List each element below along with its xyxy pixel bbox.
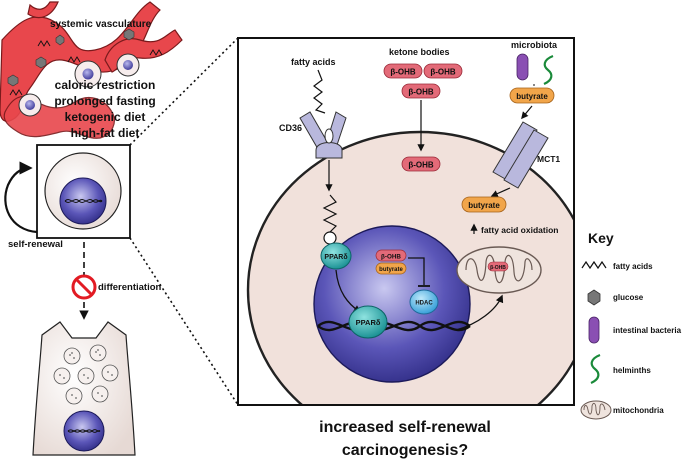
nucleus xyxy=(313,225,471,383)
svg-text:β-OHB: β-OHB xyxy=(430,68,456,77)
key-item: intestinal bacteria xyxy=(613,326,682,335)
bohb-pill-intracellular: β-OHB xyxy=(401,156,441,172)
differentiated-cell xyxy=(32,321,136,456)
fatty-acids-label: fatty acids xyxy=(291,57,336,67)
butyrate-pill: butyrate xyxy=(509,87,555,104)
butyrate-nuclear: butyrate xyxy=(375,262,407,275)
condition-item: high-fat diet xyxy=(71,126,140,140)
svg-text:β-OHB: β-OHB xyxy=(381,254,401,261)
key-title: Key xyxy=(588,230,614,246)
conditions-list: caloric restriction prolonged fasting ke… xyxy=(54,78,155,140)
key-bacteria-icon xyxy=(588,316,600,344)
ppar-dna-bound xyxy=(348,305,388,339)
bohb-pill: β-OHB xyxy=(423,63,463,79)
fao-activation-arrow xyxy=(455,294,504,331)
self-renewal-label: self-renewal xyxy=(8,239,63,250)
ketone-bodies-label: ketone bodies xyxy=(389,47,450,57)
key-helminth-icon xyxy=(590,353,601,385)
blocked-icon xyxy=(71,274,97,300)
bohb-pill: β-OHB xyxy=(401,83,441,99)
mct1-label: MCT1 xyxy=(537,154,560,164)
cd36-receptor xyxy=(299,111,347,159)
butyrate-uptake-arrow xyxy=(490,187,511,197)
hdac-inhibition-line xyxy=(408,257,425,285)
svg-text:β-OHB: β-OHB xyxy=(408,161,434,170)
key-glucose-icon xyxy=(587,289,601,306)
svg-text:β-OHB: β-OHB xyxy=(490,265,506,271)
microbiota-label: microbiota xyxy=(511,40,558,50)
hdac xyxy=(409,289,439,315)
differentiated-nucleus xyxy=(63,410,105,452)
differentiation-label: differentiation xyxy=(98,282,162,293)
bohb-nuclear: β-OHB xyxy=(375,249,407,262)
ppar-ligand-complex xyxy=(320,242,352,270)
condition-item: caloric restriction xyxy=(55,78,156,92)
svg-text:β-OHB: β-OHB xyxy=(408,88,434,97)
stem-cell-nucleus xyxy=(59,177,107,225)
secretory-granules xyxy=(53,344,119,405)
ppar-label: PPARδ xyxy=(324,254,347,261)
svg-text:β-OHB: β-OHB xyxy=(390,68,416,77)
key-fatty-acids-icon xyxy=(581,260,607,270)
intestinal-bacteria-icon xyxy=(516,53,529,81)
outcome-line-2: carcinogenesis? xyxy=(342,442,468,459)
mitochondrion: β-OHB xyxy=(456,246,542,294)
cd36-label: CD36 xyxy=(279,123,302,133)
zoom-line xyxy=(129,37,239,146)
key-item: fatty acids xyxy=(613,262,653,271)
ppar-dna-label: PPARδ xyxy=(356,318,381,327)
zoom-line xyxy=(129,237,239,406)
vasculature xyxy=(0,1,183,139)
outcome-line-1: increased self-renewal xyxy=(319,419,491,436)
vasculature-label: systemic vasculature xyxy=(50,19,152,30)
helminth-icon xyxy=(543,54,554,86)
condition-item: prolonged fasting xyxy=(54,94,155,108)
fao-label: fatty acid oxidation xyxy=(481,225,558,235)
fatty-acid-chain xyxy=(313,69,326,114)
intracellular-fatty-acid xyxy=(322,194,338,233)
svg-text:butyrate: butyrate xyxy=(516,92,548,101)
key-item: helminths xyxy=(613,366,651,375)
self-renewal-arrow xyxy=(4,161,38,234)
bohb-pill: β-OHB xyxy=(383,63,423,79)
key-item: glucose xyxy=(613,293,644,302)
svg-text:butyrate: butyrate xyxy=(379,267,403,273)
mct1-transporter xyxy=(492,121,549,189)
svg-text:butyrate: butyrate xyxy=(468,201,500,210)
condition-item: ketogenic diet xyxy=(65,110,146,124)
butyrate-pill-intracellular: butyrate xyxy=(461,196,507,213)
key-mitochondria-icon xyxy=(580,400,612,420)
key-item: mitochondria xyxy=(613,406,664,415)
hdac-label: HDAC xyxy=(415,301,433,307)
